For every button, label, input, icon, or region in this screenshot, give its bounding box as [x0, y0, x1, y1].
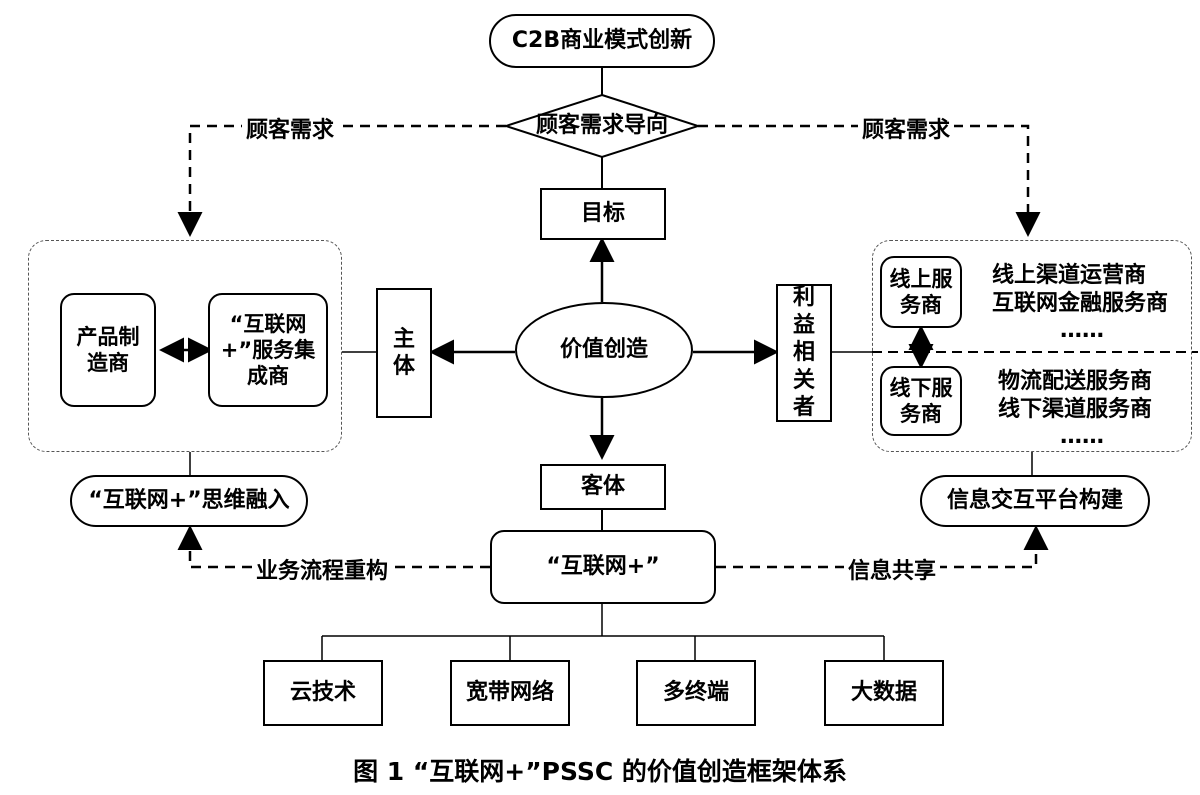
tech-label: 多终端 — [662, 680, 729, 706]
c2b-innovation-label: C2B商业模式创新 — [511, 28, 693, 54]
process-rebuild-arrow — [177, 525, 490, 569]
tech-label: 宽带网络 — [465, 680, 554, 706]
object-label: 客体 — [580, 474, 625, 500]
internet-plus-node: “互联网+” — [490, 530, 716, 604]
left-demand-arrow — [177, 124, 506, 237]
diamond-label: 顾客需求导向 — [536, 113, 669, 138]
edge-label-customer-demand-right: 顾客需求 — [858, 112, 955, 144]
goal-node: 目标 — [540, 188, 666, 240]
list-item: 物流配送服务商 — [998, 369, 1153, 394]
offline-provider-list: 物流配送服务商 线下渠道服务商 …… — [998, 368, 1152, 451]
platform-building-node: 信息交互平台构建 — [920, 475, 1150, 527]
edge-label-info-sharing: 信息共享 — [844, 553, 941, 585]
edge-label-process-rebuild: 业务流程重构 — [252, 553, 393, 585]
tech-label: 云技术 — [289, 680, 356, 706]
tech-cloud-node: 云技术 — [263, 660, 383, 726]
subject-node: 主体 — [376, 288, 432, 418]
stakeholder-node: 利益相关者 — [776, 284, 832, 422]
subject-group — [28, 240, 342, 452]
edge-label-customer-demand-left: 顾客需求 — [242, 112, 339, 144]
platform-building-label: 信息交互平台构建 — [946, 488, 1123, 514]
list-item: 线下渠道服务商 — [998, 396, 1153, 422]
right-demand-arrow — [698, 124, 1041, 237]
list-item: …… — [1060, 318, 1104, 343]
integrator-label: “互联网+”服务集成商 — [220, 311, 316, 389]
online-provider-label: 线上服务商 — [889, 266, 953, 317]
thinking-integration-label: “互联网+”思维融入 — [88, 488, 290, 514]
online-provider-list: 线上渠道运营商 互联网金融服务商 …… — [992, 262, 1168, 345]
list-item: 线上渠道运营商 — [992, 263, 1147, 288]
list-item: …… — [1060, 424, 1104, 449]
value-creation-label: 价值创造 — [559, 337, 648, 363]
offline-provider-label: 线下服务商 — [889, 375, 953, 426]
goal-label: 目标 — [580, 201, 625, 227]
tech-label: 大数据 — [850, 680, 917, 706]
tech-multi-terminal-node: 多终端 — [636, 660, 756, 726]
subject-label: 主体 — [392, 326, 415, 380]
internet-plus-label: “互联网+” — [546, 554, 660, 580]
integrator-node: “互联网+”服务集成商 — [208, 293, 328, 407]
object-node: 客体 — [540, 464, 666, 510]
value-creation-node: 价值创造 — [515, 302, 693, 398]
tech-big-data-node: 大数据 — [824, 660, 944, 726]
product-maker-node: 产品制造商 — [60, 293, 156, 407]
c2b-innovation-node: C2B商业模式创新 — [489, 14, 715, 68]
figure-caption: 图 1 “互联网+”PSSC 的价值创造框架体系 — [353, 757, 847, 786]
tech-broadband-node: 宽带网络 — [450, 660, 570, 726]
thinking-integration-node: “互联网+”思维融入 — [70, 475, 308, 527]
stakeholder-group — [872, 240, 1192, 452]
stakeholder-label: 利益相关者 — [792, 285, 815, 421]
offline-provider-node: 线下服务商 — [880, 366, 962, 436]
list-item: 互联网金融服务商 — [992, 290, 1169, 316]
info-share-arrow — [716, 525, 1049, 569]
online-provider-node: 线上服务商 — [880, 256, 962, 328]
product-maker-label: 产品制造商 — [76, 324, 140, 375]
